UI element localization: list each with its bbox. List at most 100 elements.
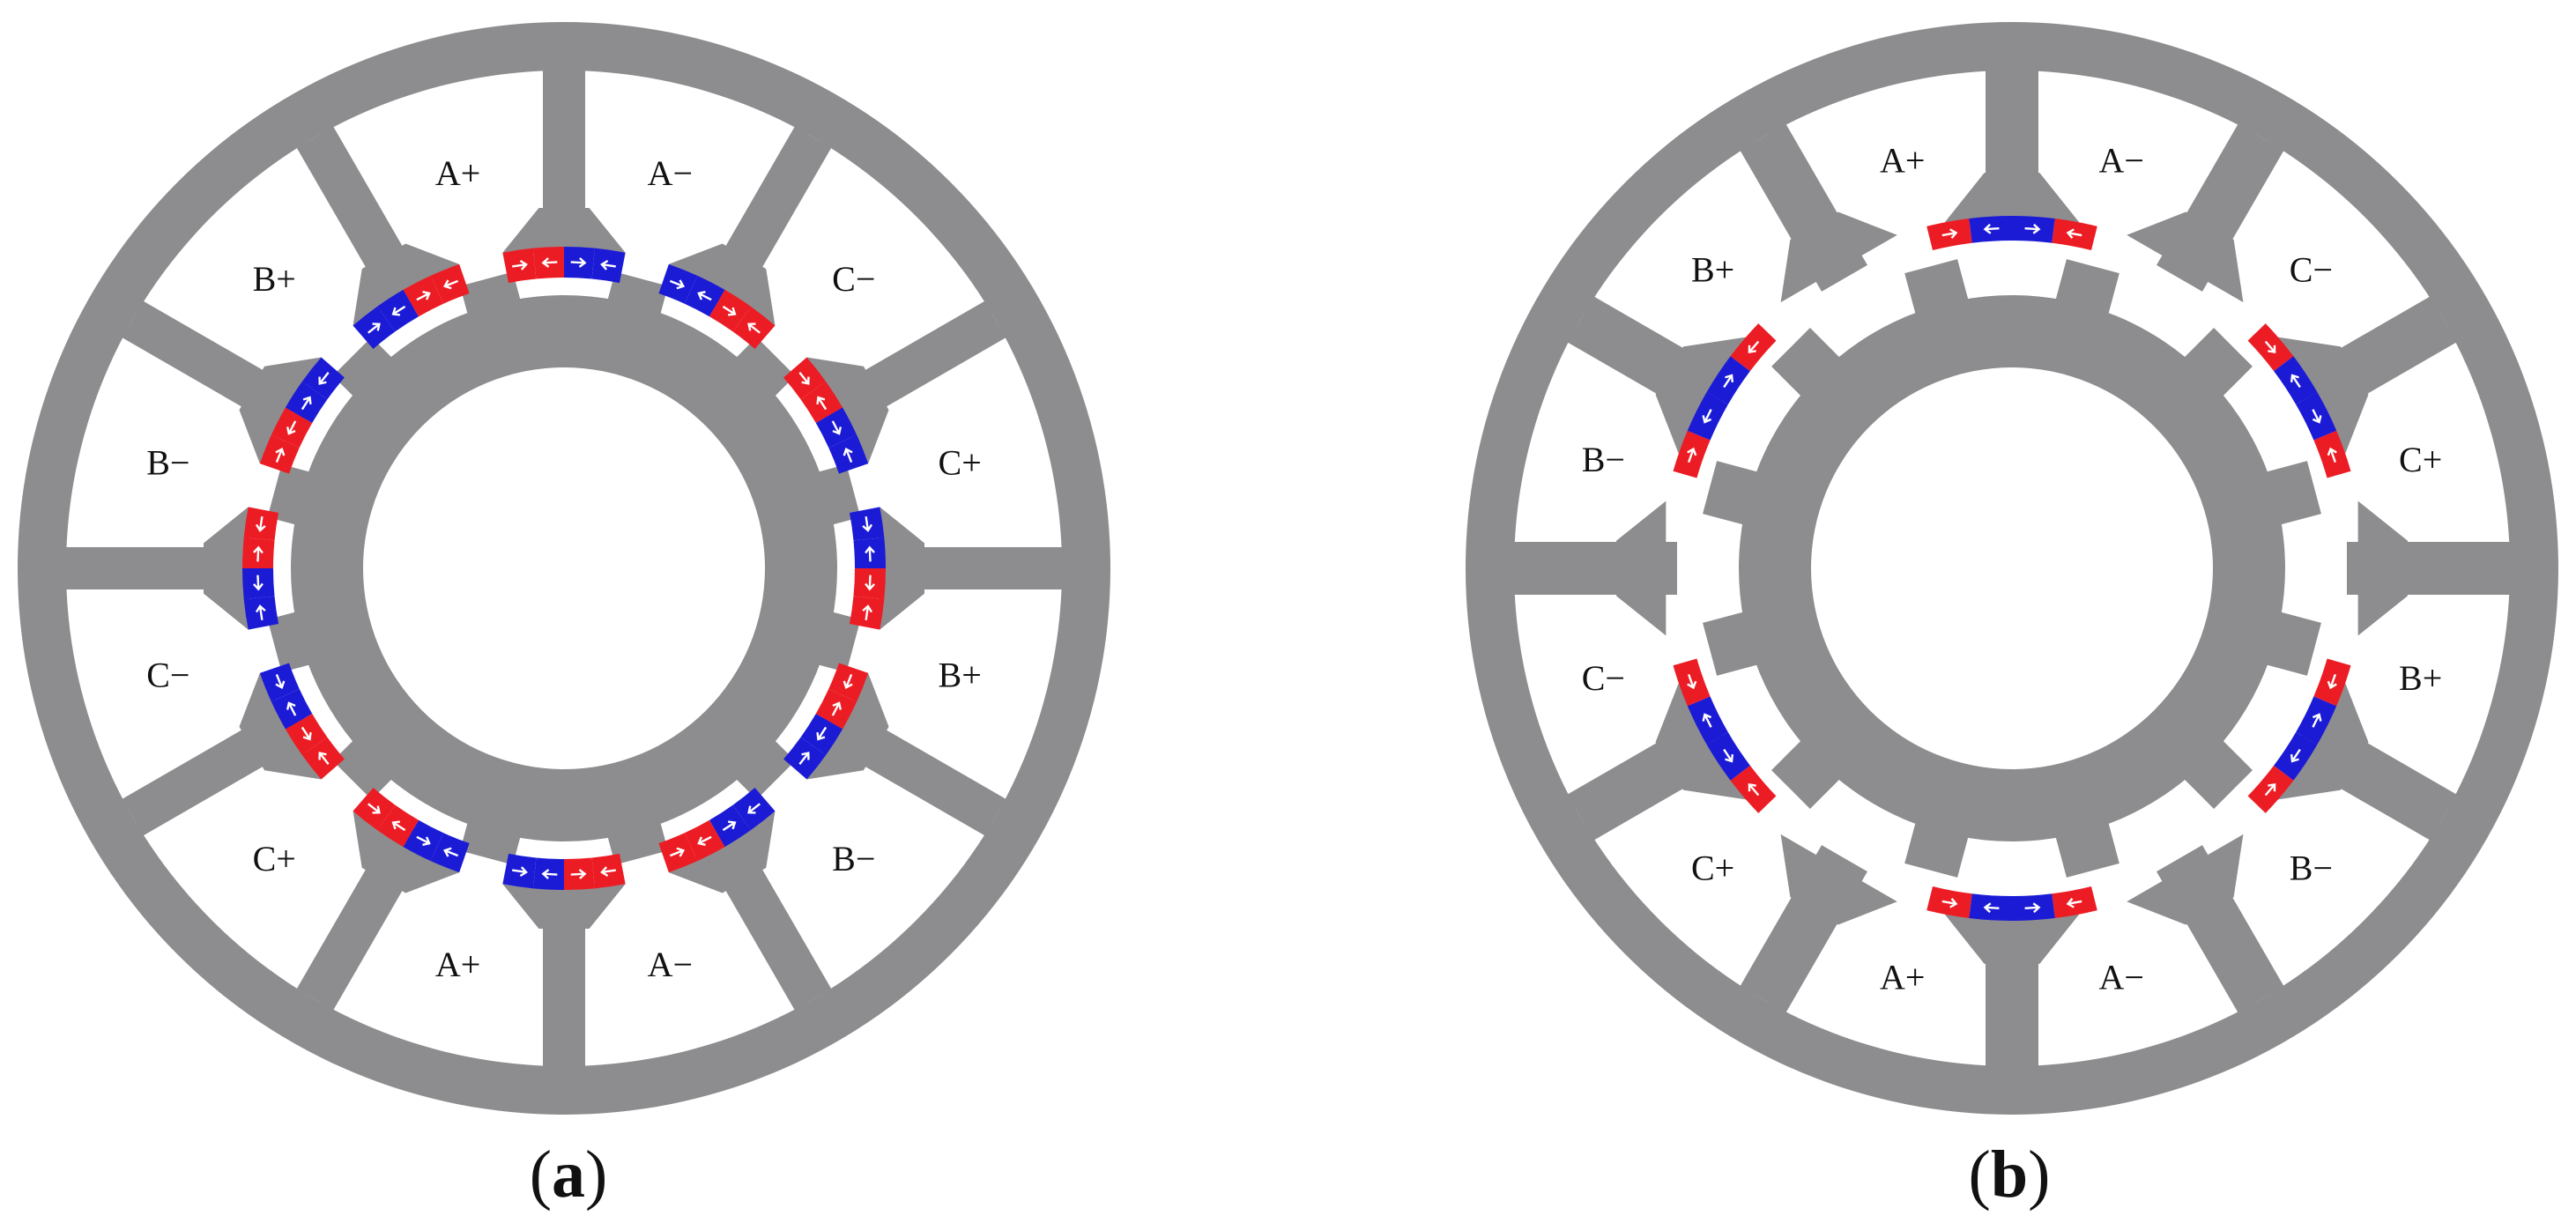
magnetization-arrow xyxy=(1941,898,1958,908)
magnetization-arrow xyxy=(318,372,330,385)
rotor-tooth xyxy=(460,271,523,321)
slot-winding-label: B− xyxy=(832,839,875,878)
rotor-tooth xyxy=(605,816,668,865)
rotor-tooth xyxy=(1703,461,1764,527)
slot-winding-label: B− xyxy=(2290,848,2333,887)
magnetization-arrow xyxy=(747,803,761,814)
magnetization-arrow xyxy=(1702,713,1712,728)
magnetization-arrow xyxy=(2327,447,2337,463)
slot-winding-label: C− xyxy=(1582,658,1625,698)
rotor-tooth xyxy=(731,736,796,800)
magnetization-arrow xyxy=(1983,902,2000,914)
permanent-magnet xyxy=(1673,658,1777,813)
stator-tooth-shoe xyxy=(502,207,626,253)
slot-winding-label: B+ xyxy=(939,655,982,694)
magnetization-arrow xyxy=(301,396,312,411)
panel-a-caption: (a) xyxy=(463,1137,674,1213)
permanent-magnet xyxy=(2247,658,2351,813)
magnetization-arrow xyxy=(816,726,828,741)
slot-winding-label: A+ xyxy=(1880,958,1925,997)
magnetization-arrow xyxy=(255,516,266,532)
permanent-magnet xyxy=(658,788,776,873)
magnetization-arrow xyxy=(391,305,406,316)
slot-winding-label: A+ xyxy=(435,153,480,193)
permanent-magnet xyxy=(658,263,776,349)
rotor-tooth xyxy=(267,610,316,672)
magnetization-arrow xyxy=(301,726,312,741)
magnetization-arrow xyxy=(843,673,853,690)
magnetization-arrow xyxy=(2264,782,2276,797)
slot-winding-label: B− xyxy=(146,443,189,483)
magnetization-arrow xyxy=(816,396,828,411)
caption-paren-close: ) xyxy=(585,1138,608,1212)
permanent-magnet xyxy=(242,507,279,630)
magnetization-arrow xyxy=(747,322,761,334)
permanent-magnet xyxy=(1926,216,2097,251)
slot-winding-label: A− xyxy=(2099,140,2144,180)
rotor-tooth xyxy=(332,736,397,800)
slot-winding-label: B+ xyxy=(253,259,296,299)
permanent-magnet xyxy=(1673,323,1777,478)
magnetization-arrow xyxy=(1941,228,1958,239)
slot-winding-label: A+ xyxy=(1880,140,1925,180)
slot-winding-label: B− xyxy=(1582,440,1625,479)
magnetization-arrow xyxy=(541,257,558,268)
stator-tooth-shoe xyxy=(1944,914,2080,964)
magnetization-arrow xyxy=(1748,782,1760,797)
permanent-magnet xyxy=(353,263,470,349)
magnetization-arrow xyxy=(669,279,686,290)
magnetization-arrow xyxy=(697,835,712,847)
permanent-magnet xyxy=(849,507,886,630)
magnetization-arrow xyxy=(600,866,616,878)
rotor-tooth xyxy=(1703,610,1764,676)
magnetization-arrow xyxy=(275,447,286,463)
magnetization-arrow xyxy=(600,259,616,271)
stator-tooth-shoe xyxy=(2127,834,2244,925)
slot-winding-label: A− xyxy=(2099,958,2144,997)
magnetization-arrow xyxy=(862,516,873,532)
magnetization-arrow xyxy=(318,752,330,765)
slot-winding-label: A+ xyxy=(435,945,480,984)
magnetization-arrow xyxy=(255,604,266,620)
magnetization-arrow xyxy=(843,447,853,463)
magnetization-arrow xyxy=(416,290,431,301)
slot-winding-label: C+ xyxy=(2399,440,2442,479)
rotor-tooth xyxy=(2053,816,2119,878)
magnetization-arrow xyxy=(367,803,381,814)
rotor-tooth xyxy=(267,464,316,527)
rotor-tooth xyxy=(812,464,861,527)
magnetization-arrow xyxy=(416,835,431,847)
magnetization-arrow xyxy=(722,820,737,832)
magnetization-arrow xyxy=(2327,673,2337,690)
slot-winding-label: C+ xyxy=(939,443,982,483)
magnetization-arrow xyxy=(2066,228,2082,239)
permanent-magnet xyxy=(783,357,869,474)
stator-tooth-shoe xyxy=(203,507,249,630)
slot-winding-label: C+ xyxy=(253,839,296,878)
slot-winding-label: C− xyxy=(2290,250,2333,290)
magnetization-arrow xyxy=(253,545,264,562)
permanent-magnet xyxy=(353,788,470,873)
magnetization-arrow xyxy=(2066,898,2082,908)
rotor-tooth xyxy=(2179,328,2253,401)
magnetization-arrow xyxy=(2264,340,2276,354)
magnetization-arrow xyxy=(367,322,381,334)
magnetization-arrow xyxy=(798,752,810,765)
rotor-tooth xyxy=(332,337,397,401)
rotor-tooth xyxy=(731,337,796,401)
stator-tooth-shoe xyxy=(1780,834,1897,925)
slot-winding-label: B+ xyxy=(1691,250,1734,290)
stator-tooth-shoe xyxy=(1944,173,2080,223)
magnetization-arrow xyxy=(865,545,875,562)
magnetization-arrow xyxy=(669,847,686,857)
magnetization-arrow xyxy=(253,574,264,591)
magnetization-arrow xyxy=(570,869,587,879)
slot-winding-label: A− xyxy=(648,153,693,193)
magnetization-arrow xyxy=(1983,223,2000,234)
magnetization-arrow xyxy=(391,820,406,832)
magnetization-arrow xyxy=(275,673,286,690)
magnetization-arrow xyxy=(512,866,528,878)
rotor-tooth xyxy=(460,816,523,865)
stator-tooth-shoe xyxy=(1780,211,1897,303)
